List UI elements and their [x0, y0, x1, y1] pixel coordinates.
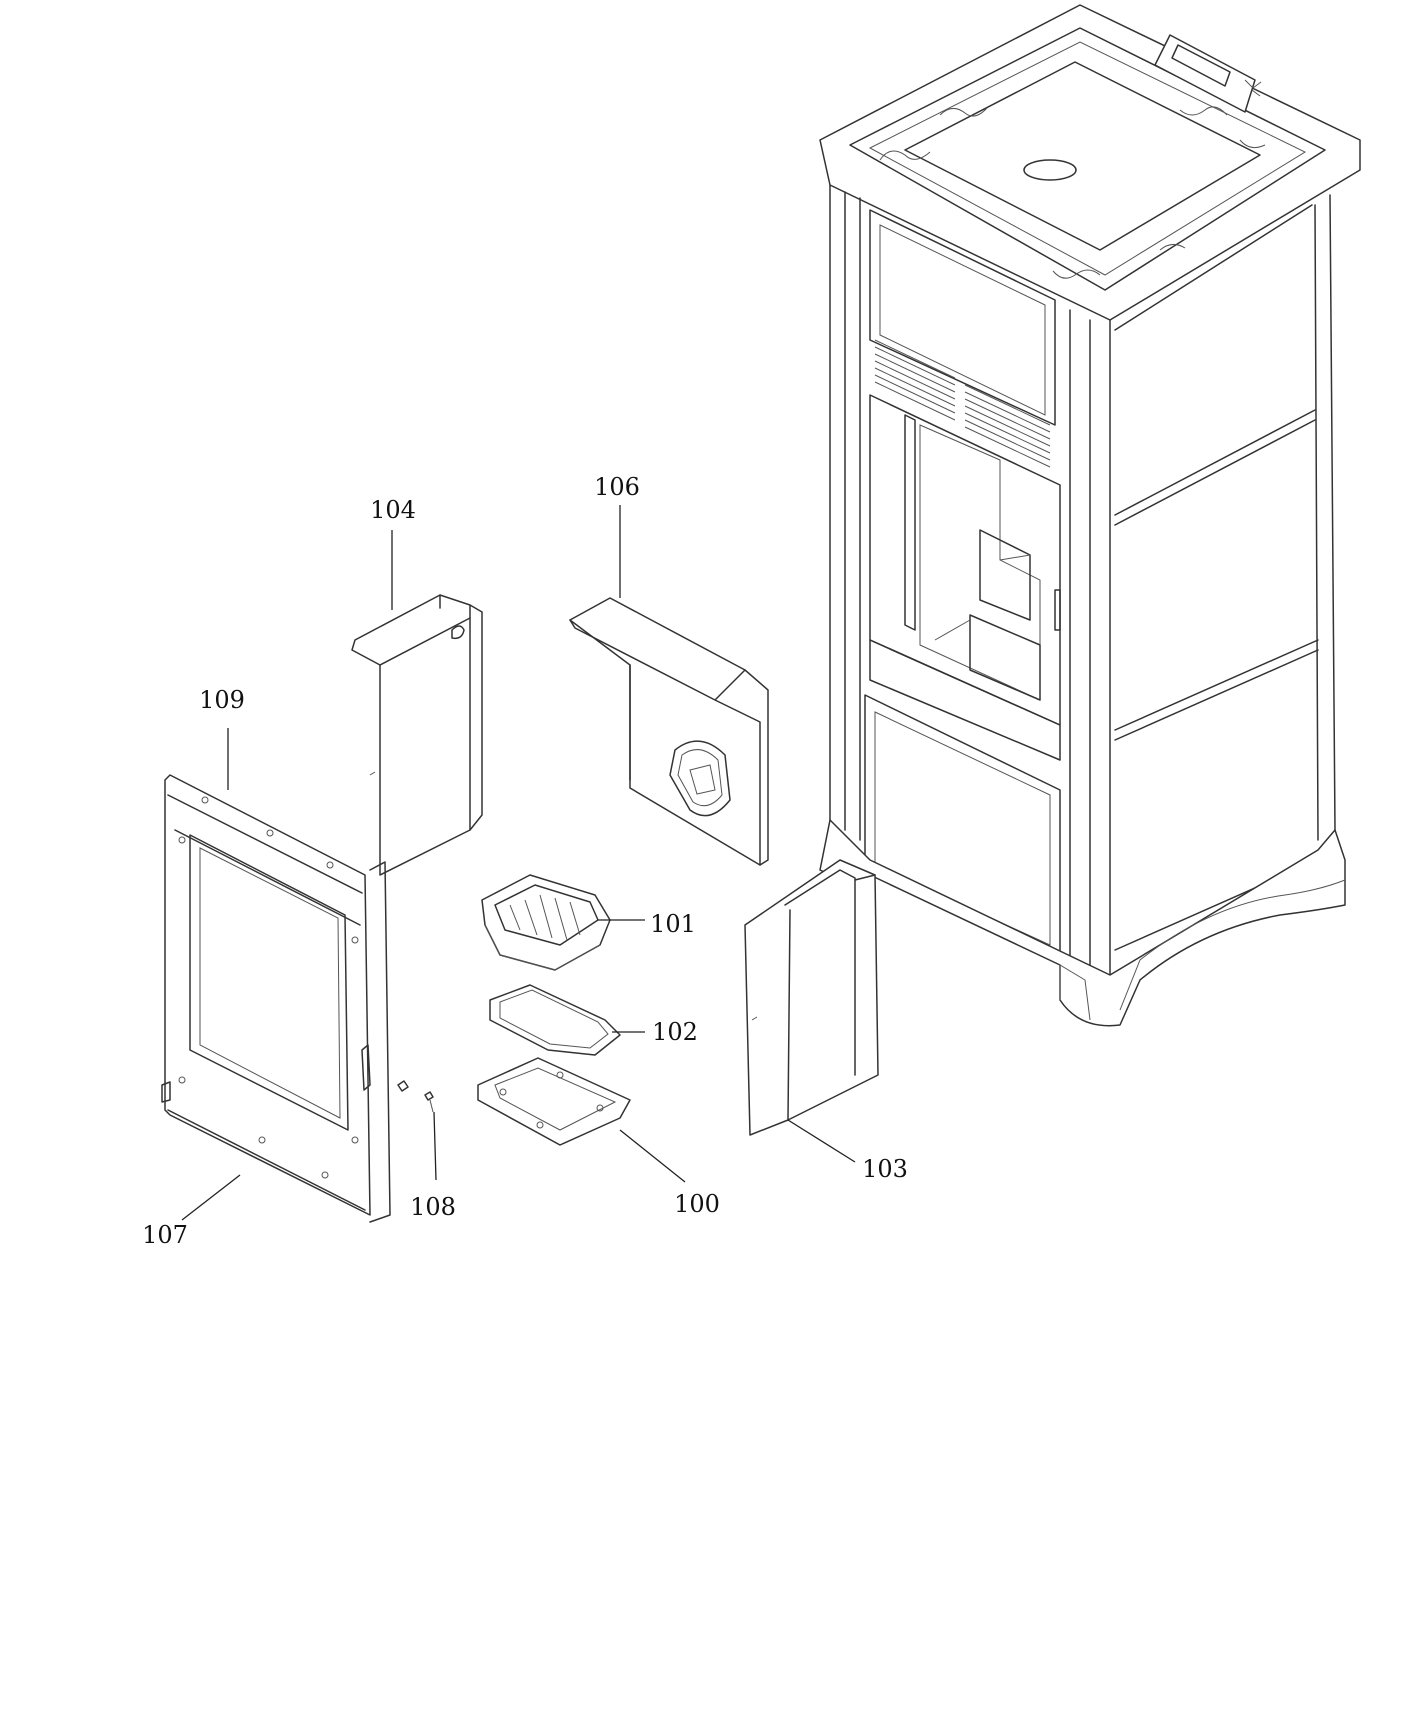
- control-panel: [1154, 34, 1262, 113]
- callout-103: 103: [862, 1155, 908, 1183]
- door-hinge: [161, 1081, 171, 1103]
- bolt-icon: [451, 625, 465, 640]
- flue-opening: [669, 740, 731, 817]
- callout-107: 107: [142, 1221, 188, 1249]
- part-108-screws: [397, 1080, 434, 1113]
- part-101-burn-pot: [481, 874, 611, 971]
- part-104-side-liner: [351, 594, 483, 876]
- callout-104: 104: [370, 496, 416, 524]
- callout-108: 108: [410, 1193, 456, 1221]
- callout-106: 106: [594, 473, 640, 501]
- vent-grille: [874, 339, 1051, 468]
- part-103-front-liner: [744, 859, 879, 1136]
- part-102-gasket: [489, 984, 621, 1056]
- part-106-back-liner: [569, 597, 769, 866]
- callout-102: 102: [652, 1018, 698, 1046]
- part-100-base-plate: [477, 1057, 631, 1146]
- emblem-icon: [1023, 159, 1077, 181]
- part-107-door: [161, 774, 391, 1223]
- callout-101: 101: [650, 910, 696, 938]
- callout-labels: 104 106 109 101 102 103 100 108 107: [142, 473, 908, 1249]
- callout-109: 109: [199, 686, 245, 714]
- leader-lines: [181, 505, 856, 1221]
- door-handle: [361, 1044, 371, 1091]
- stove-body: [819, 4, 1361, 1027]
- callout-100: 100: [674, 1190, 720, 1218]
